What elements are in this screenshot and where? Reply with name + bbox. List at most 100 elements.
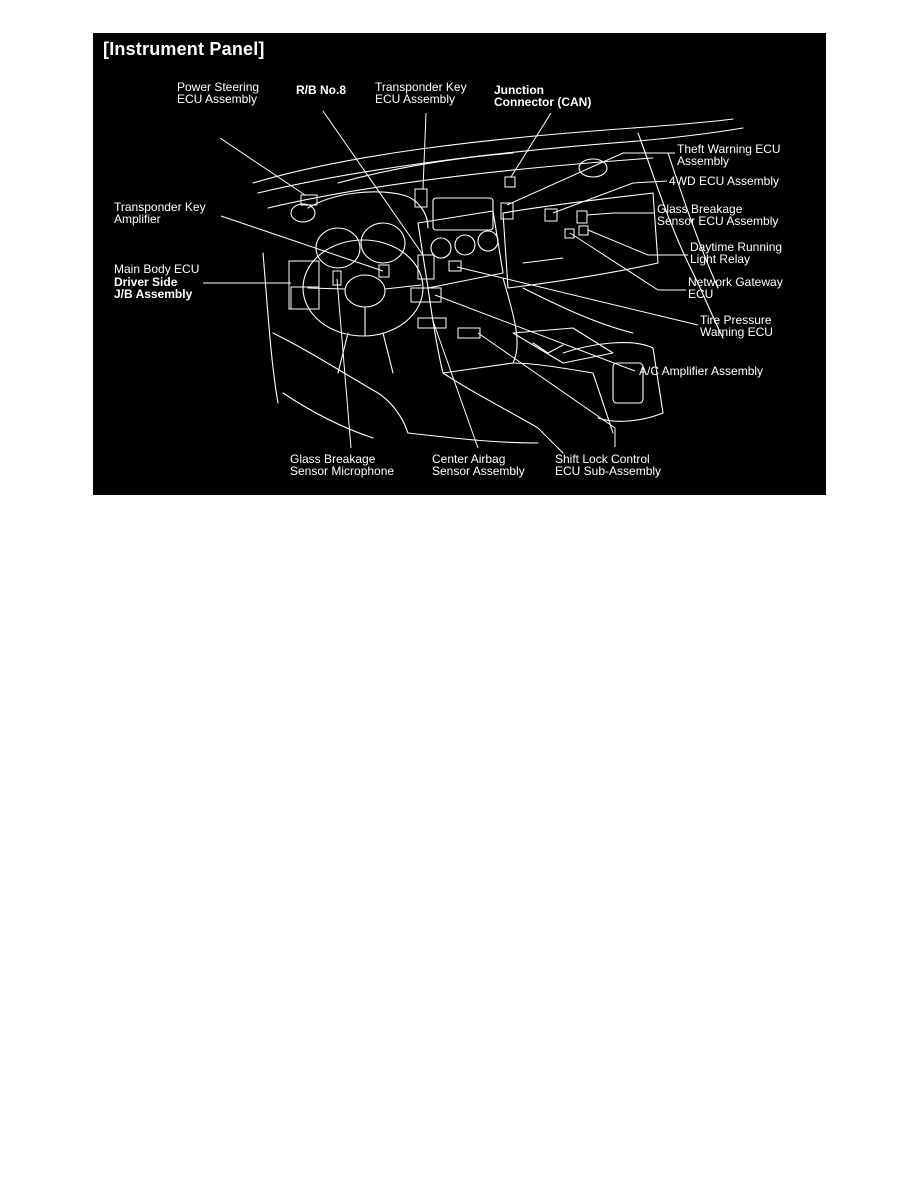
label-transponder-key-ecu: Transponder Key ECU Assembly: [375, 81, 467, 105]
label-line: Network Gateway: [688, 275, 783, 289]
leader-tire-pressure: [456, 266, 699, 326]
diagram-title: [Instrument Panel]: [103, 39, 265, 59]
label-line: Tire Pressure: [700, 313, 772, 327]
cluster-hood: [307, 191, 429, 229]
label-line: Main Body ECU: [114, 262, 200, 276]
steering-hub: [344, 274, 386, 308]
gauge-right: [360, 222, 406, 264]
label-line: ECU Sub-Assembly: [555, 464, 662, 478]
left-vent: [290, 203, 316, 223]
right-door-trim: [667, 152, 719, 289]
label-line: Transponder Key: [375, 80, 467, 94]
dash-top-line: [257, 127, 744, 194]
lower-console: [427, 277, 518, 374]
label-line: Sensor ECU Assembly: [657, 214, 779, 228]
label-driver-side-jb: Driver Side J/B Assembly: [114, 276, 192, 300]
leader-daytime-running: [587, 229, 688, 256]
label-center-airbag-sensor: Center Airbag Sensor Assembly: [432, 453, 525, 477]
label-line: Daytime Running: [690, 240, 783, 254]
label-theft-warning-ecu: Theft Warning ECU Assembly: [677, 143, 781, 167]
console-floor-right: [512, 362, 614, 434]
leader-shift-lock: [477, 332, 616, 447]
label-line: Theft Warning ECU: [677, 142, 781, 156]
right-vent: [578, 158, 608, 178]
label-rb-no8: R/B No.8: [296, 84, 346, 96]
label-line: Amplifier: [114, 212, 161, 226]
label-power-steering-ecu: Power Steering ECU Assembly: [177, 81, 259, 105]
label-line: Light Relay: [690, 252, 751, 266]
leader-center-airbag: [432, 320, 479, 449]
label-junction-connector: Junction Connector (CAN): [494, 84, 591, 108]
label-line: Glass Breakage: [657, 202, 743, 216]
shift-lock-ecu-component: [457, 327, 481, 339]
armrest-console: [562, 342, 664, 422]
power-steering-ecu-component: [300, 194, 318, 206]
label-shift-lock-control-ecu: Shift Lock Control ECU Sub-Assembly: [555, 453, 661, 477]
junction-connector-component: [504, 176, 516, 188]
rb-no8-component: [417, 254, 435, 280]
leader-transponder-amp: [220, 215, 384, 272]
leader-transponder-ecu: [422, 112, 427, 190]
transponder-amp-component: [378, 264, 390, 278]
display-panel: [432, 197, 494, 231]
label-line: Warning ECU: [700, 325, 773, 339]
label-line: J/B Assembly: [114, 287, 193, 301]
leader-power-steering: [219, 137, 306, 196]
label-line: Transponder Key: [114, 200, 206, 214]
label-line: 4WD ECU Assembly: [669, 174, 780, 188]
transponder-ecu-component: [414, 188, 428, 208]
hvac-knob-center: [454, 234, 476, 256]
label-ac-amplifier-assembly: A/C Amplifier Assembly: [639, 365, 763, 377]
leader-ac-amplifier: [434, 294, 636, 372]
leader-fourwd: [552, 180, 668, 214]
daytime-running-relay-component: [578, 225, 589, 236]
hvac-knob-left: [430, 237, 452, 259]
label-daytime-running-light-relay: Daytime Running Light Relay: [690, 241, 782, 265]
glovebox-handle: [522, 257, 564, 264]
label-transponder-key-amplifier: Transponder Key Amplifier: [114, 201, 206, 225]
label-4wd-ecu: 4WD ECU Assembly: [669, 175, 779, 187]
label-line: Junction: [494, 83, 544, 97]
driver-jb-component: [290, 286, 320, 310]
steering-column: [337, 332, 394, 374]
label-line: Power Steering: [177, 80, 260, 94]
glovebox: [502, 192, 659, 289]
left-door-edge: [262, 252, 279, 404]
left-floor: [282, 392, 374, 439]
passenger-footwell: [522, 287, 634, 334]
label-glass-breakage-sensor-ecu: Glass Breakage Sensor ECU Assembly: [657, 203, 778, 227]
shifter-gate: [532, 342, 564, 354]
label-line: ECU Assembly: [177, 92, 258, 106]
label-line: Glass Breakage: [290, 452, 376, 466]
console-floor-left: [442, 372, 564, 454]
label-line: Driver Side: [114, 275, 178, 289]
dash-upper-edge: [267, 157, 654, 209]
label-line: Sensor Microphone: [290, 464, 395, 478]
ac-amplifier-component: [410, 287, 442, 303]
label-line: A/C Amplifier Assembly: [639, 364, 764, 378]
theft-warning-ecu-component: [500, 202, 514, 220]
instrument-panel-diagram: [Instrument Panel] Power Steering ECU As…: [93, 33, 826, 495]
shifter-base: [512, 327, 614, 364]
label-line: ECU Assembly: [375, 92, 456, 106]
label-glass-breakage-microphone: Glass Breakage Sensor Microphone: [290, 453, 394, 477]
label-line: Sensor Assembly: [432, 464, 525, 478]
fourwd-ecu-component: [544, 208, 558, 222]
leader-glass-microphone: [336, 278, 352, 449]
label-network-gateway-ecu: Network Gateway ECU: [688, 276, 783, 300]
center-airbag-component: [417, 317, 447, 329]
center-stack: [417, 210, 504, 289]
steering-spokes: [307, 284, 422, 337]
leader-theft-warning: [506, 152, 675, 206]
label-line: ECU: [688, 287, 714, 301]
label-tire-pressure-warning-ecu: Tire Pressure Warning ECU: [700, 314, 773, 338]
label-line: Shift Lock Control: [555, 452, 650, 466]
hvac-knob-right: [477, 230, 499, 252]
gauge-left: [315, 227, 361, 269]
network-gateway-component: [564, 228, 575, 239]
windshield-line: [252, 118, 734, 184]
cup-holder: [612, 362, 644, 404]
dashboard-line-art: [203, 110, 744, 454]
right-pillar: [637, 132, 724, 339]
label-line: Center Airbag: [432, 452, 506, 466]
